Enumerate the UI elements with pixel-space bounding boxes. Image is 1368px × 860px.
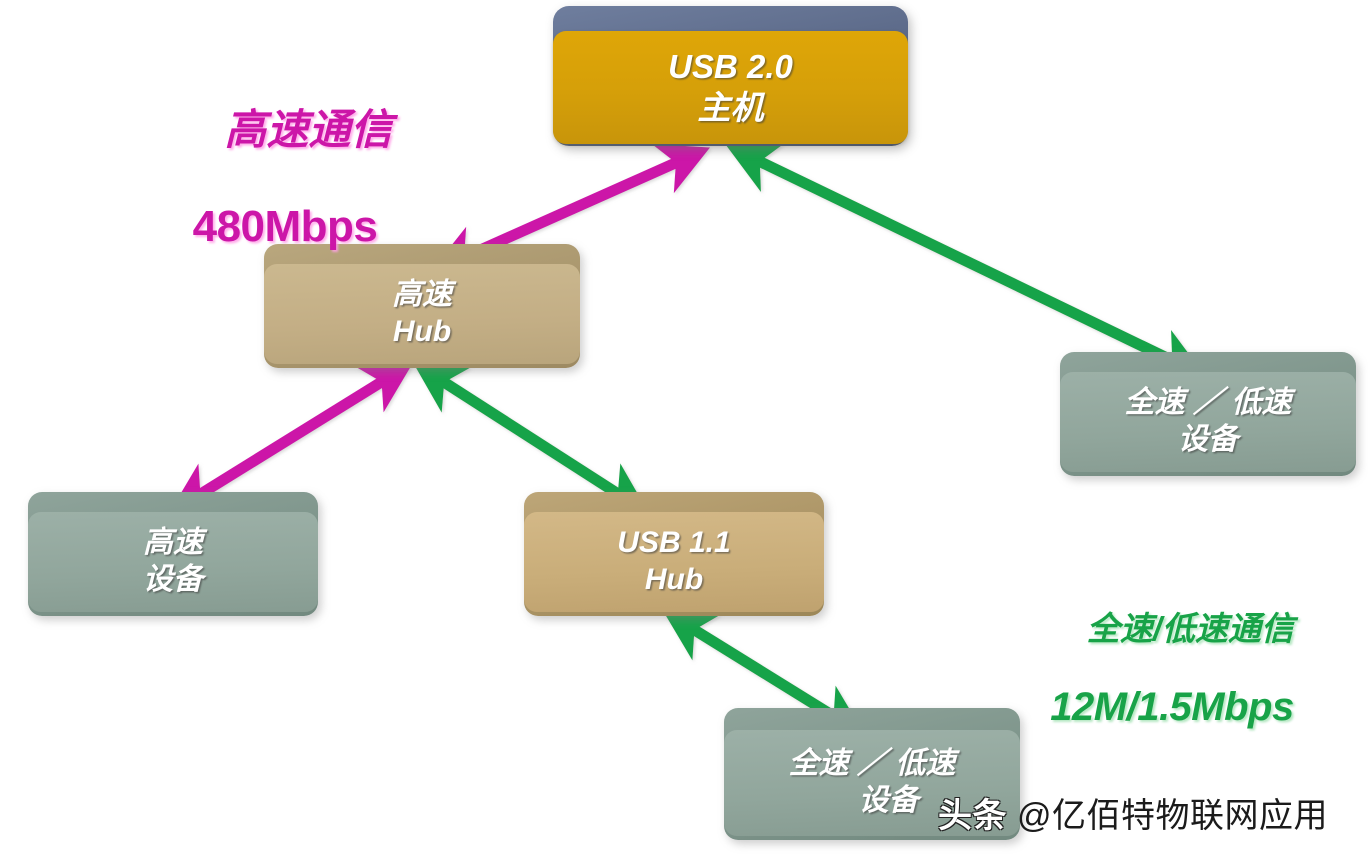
full-low-speed-device-right-label-line2: 设备	[1178, 423, 1238, 456]
legend-high-speed-line2: 480Mbps	[192, 201, 378, 251]
legend-full-low-speed: 全速/低速通信 12M/1.5Mbps	[1000, 572, 1344, 806]
high-speed-device-label-line2: 设备	[143, 563, 203, 596]
host-label-line2: 主机	[697, 88, 764, 126]
high-speed-device-box-face: 高速 设备	[28, 512, 318, 612]
host-label-line1: USB 2.0	[668, 48, 793, 86]
link-hub-high-speed-device	[168, 362, 414, 514]
full-low-speed-device-right-box-face: 全速 ／ 低速 设备	[1060, 372, 1356, 472]
node-usb20-host[interactable]: USB 2.0 主机	[553, 6, 908, 146]
legend-high-speed-line1: 高速通信	[224, 105, 393, 153]
high-speed-hub-label-line1: 高速	[392, 278, 452, 312]
usb11-hub-label-line2: Hub	[644, 563, 704, 596]
watermark-handle: @亿佰特物联网应用	[1016, 797, 1328, 835]
full-low-speed-device-bottom-label-line2: 设备	[825, 784, 919, 817]
node-full-low-speed-device-bottom[interactable]: 全速 ／ 低速 设备	[724, 708, 1020, 840]
node-high-speed-device[interactable]: 高速 设备	[28, 492, 318, 616]
high-speed-device-label-line1: 高速	[143, 526, 203, 560]
host-box-face: USB 2.0 主机	[553, 31, 908, 144]
full-low-speed-device-bottom-label-line1: 全速 ／ 低速	[788, 747, 956, 781]
node-full-low-speed-device-right[interactable]: 全速 ／ 低速 设备	[1060, 352, 1356, 476]
link-hub-high-speed-usb11-hub	[412, 362, 650, 514]
node-high-speed-hub[interactable]: 高速 Hub	[264, 244, 580, 368]
full-low-speed-device-bottom-box-face: 全速 ／ 低速 设备	[724, 730, 1020, 836]
usb11-hub-label-line1: USB 1.1	[617, 526, 731, 560]
legend-high-speed: 高速通信 480Mbps	[140, 58, 430, 348]
node-usb11-hub[interactable]: USB 1.1 Hub	[524, 492, 824, 616]
watermark-platform: 头条	[938, 797, 1007, 835]
legend-full-low-speed-line2: 12M/1.5Mbps	[1050, 684, 1294, 729]
watermark: 头条 @亿佰特物联网应用	[938, 788, 1328, 837]
high-speed-hub-label-line2: Hub	[392, 315, 452, 348]
high-speed-hub-box-face: 高速 Hub	[264, 264, 580, 364]
usb11-hub-box-face: USB 1.1 Hub	[524, 512, 824, 612]
full-low-speed-device-right-label-line1: 全速 ／ 低速	[1124, 386, 1292, 420]
legend-full-low-speed-line1: 全速/低速通信	[1086, 609, 1294, 647]
link-host-full-low-device	[726, 143, 1206, 379]
